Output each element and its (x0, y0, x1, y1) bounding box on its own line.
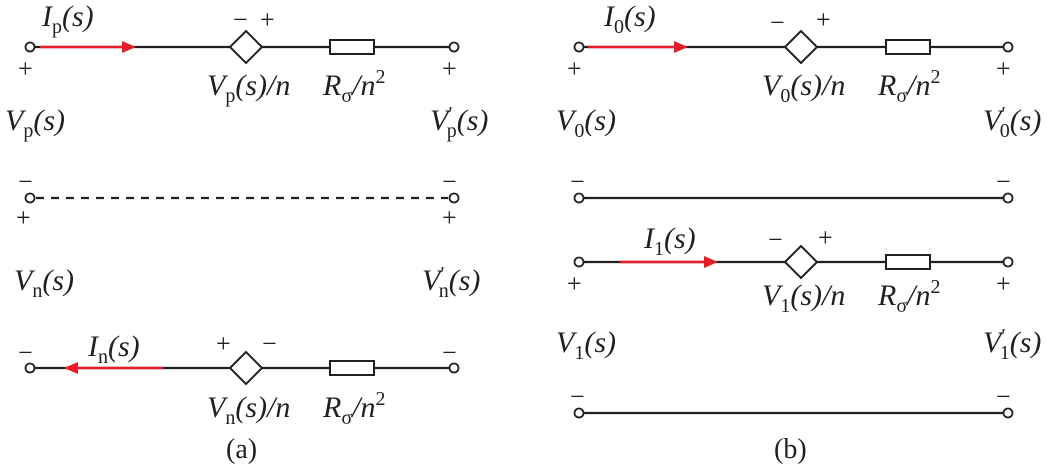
resistor (885, 39, 931, 55)
resistor-label: Rσ/n2 (877, 276, 940, 317)
left-voltage-label: V1(s) (556, 326, 616, 364)
panel-a: Ip(s) − + Vp(s)/n Rσ/n2 + + Vp(s) V′p(s)… (5, 0, 488, 465)
resistor-label: Rσ/n2 (322, 388, 385, 429)
left-voltage-label: Vn(s) (14, 264, 74, 302)
negative-sequence-circuit: + + Vn(s) V′n(s) In(s) + − Vn(s)/n Rσ/n2… (14, 203, 480, 429)
right-voltage-label: V′p(s) (430, 103, 488, 142)
left-voltage-label: V0(s) (556, 104, 616, 142)
left-bottom-sign: − (18, 167, 33, 196)
resistor (885, 254, 931, 270)
right-voltage-label: V′n(s) (422, 263, 480, 302)
current-label: I1(s) (643, 222, 696, 260)
source-label: V1(s)/n (762, 279, 845, 317)
terminal (573, 41, 585, 53)
left-top-sign: + (16, 203, 31, 232)
terminal (448, 192, 460, 204)
terminal (573, 407, 585, 419)
current-arrowhead (674, 41, 688, 53)
panel-caption: (a) (226, 434, 257, 465)
right-top-sign: + (996, 54, 1011, 83)
positive-sequence-circuit: Ip(s) − + Vp(s)/n Rσ/n2 + + Vp(s) V′p(s)… (5, 0, 488, 196)
dependent-voltage-source (783, 29, 819, 65)
left-top-sign: + (567, 269, 582, 298)
terminal (1002, 41, 1014, 53)
resistor-label: Rσ/n2 (877, 66, 940, 107)
source-polarity-left: + (216, 329, 231, 358)
terminal (573, 192, 585, 204)
left-bottom-sign: − (18, 338, 33, 367)
resistor-label: Rσ/n2 (322, 66, 385, 107)
resistor (329, 39, 375, 55)
terminal (1002, 256, 1014, 268)
source-polarity-right: − (262, 329, 277, 358)
source-label: Vn(s)/n (207, 391, 290, 429)
current-arrowhead (64, 362, 78, 374)
source-polarity-left: − (768, 225, 783, 254)
right-bottom-sign: − (442, 338, 457, 367)
terminal (24, 362, 36, 374)
terminal (1002, 192, 1014, 204)
right-voltage-label: V′0(s) (983, 103, 1041, 142)
resistor (329, 360, 375, 376)
terminal (1002, 407, 1014, 419)
current-arrowhead (122, 41, 136, 53)
right-bottom-sign: − (442, 167, 457, 196)
terminal (448, 41, 460, 53)
terminal (448, 362, 460, 374)
terminal (24, 41, 36, 53)
right-top-sign: + (442, 54, 457, 83)
source-polarity-right: + (260, 5, 275, 34)
source-label: V0(s)/n (762, 69, 845, 107)
right-top-sign: + (442, 203, 457, 232)
dashed-return-conductor (24, 192, 460, 204)
current-label: I0(s) (603, 0, 656, 38)
left-bottom-sign: − (570, 382, 585, 411)
panel-caption: (b) (774, 434, 807, 465)
zero-sequence-circuit: I0(s) − + V0(s)/n Rσ/n2 + + V0(s) V′0(s)… (556, 0, 1041, 204)
panel-b: I0(s) − + V0(s)/n Rσ/n2 + + V0(s) V′0(s)… (556, 0, 1041, 465)
first-sequence-circuit: I1(s) − + V1(s)/n Rσ/n2 + + V1(s) V′1(s)… (556, 222, 1041, 419)
right-top-sign: + (996, 269, 1011, 298)
source-polarity-right: + (818, 223, 833, 252)
left-bottom-sign: − (570, 167, 585, 196)
left-voltage-label: Vp(s) (5, 104, 65, 142)
dependent-voltage-source (783, 244, 819, 280)
left-top-sign: + (567, 54, 582, 83)
right-voltage-label: V′1(s) (983, 325, 1041, 364)
source-polarity-right: + (816, 5, 831, 34)
dependent-voltage-source (228, 29, 264, 65)
source-polarity-left: − (233, 5, 248, 34)
left-top-sign: + (18, 54, 33, 83)
dependent-voltage-source (228, 350, 264, 386)
source-polarity-left: − (770, 8, 785, 37)
right-bottom-sign: − (996, 167, 1011, 196)
current-label: Ip(s) (41, 0, 94, 38)
current-label: In(s) (87, 330, 140, 368)
terminal (573, 256, 585, 268)
terminal (24, 192, 36, 204)
current-arrowhead (704, 256, 718, 268)
right-bottom-sign: − (996, 382, 1011, 411)
source-label: Vp(s)/n (207, 69, 290, 107)
